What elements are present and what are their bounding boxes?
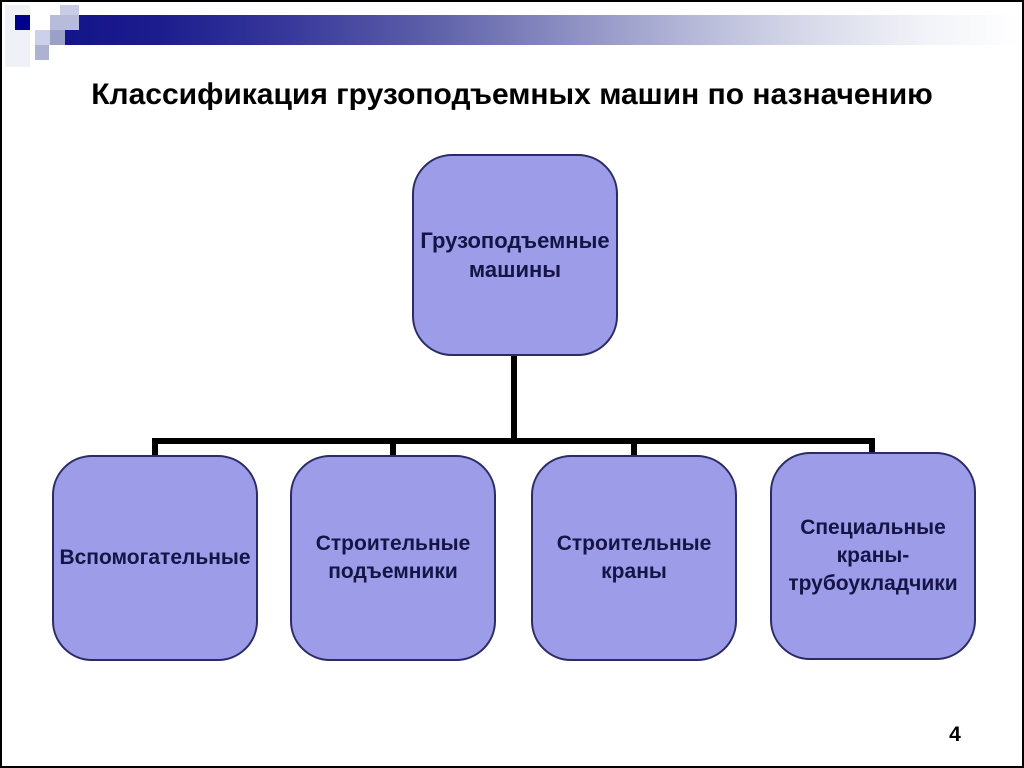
deco-square	[35, 30, 50, 45]
diagram-root-node: Грузоподъемные машины	[412, 154, 618, 356]
page-number: 4	[949, 723, 961, 746]
connector-horizontal	[152, 438, 875, 444]
diagram-child-node: Строительные краны	[531, 455, 737, 661]
header-gradient-bar	[60, 15, 1022, 45]
connector-stub	[869, 440, 875, 457]
deco-square	[50, 30, 65, 45]
connector-stub	[390, 440, 396, 457]
diagram-child-node: Вспомогательные	[52, 455, 258, 661]
slide-title: Классификация грузоподъемных машин по на…	[91, 78, 933, 111]
deco-navy-square	[15, 15, 30, 30]
diagram-child-node: Специальные краны- трубоукладчики	[770, 452, 976, 660]
deco-square	[35, 45, 49, 60]
connector-stub	[152, 440, 158, 457]
connector-root-vertical	[511, 353, 517, 444]
connector-stub	[631, 440, 637, 457]
deco-square	[50, 15, 79, 30]
diagram-child-node: Строительные подъемники	[290, 455, 496, 661]
